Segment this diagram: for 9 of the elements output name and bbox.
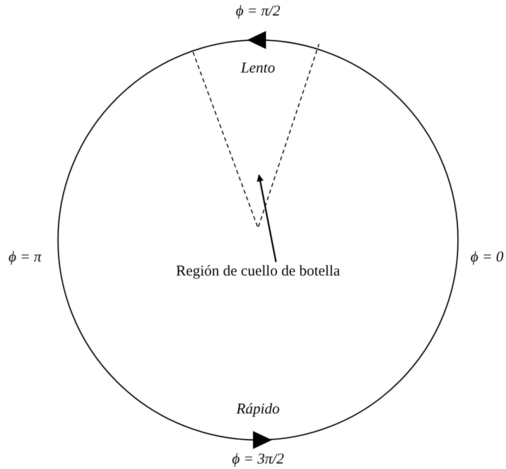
phase-label: ϕ = π: [8, 250, 42, 266]
bottleneck-region: [192, 44, 320, 230]
phase-label: ϕ = π/2: [236, 4, 280, 20]
speed-label: Rápido: [236, 402, 280, 418]
phase-label: ϕ = 3π/2: [232, 452, 284, 468]
leader-line: [256, 174, 277, 262]
phase-label: ϕ = 0: [470, 250, 504, 266]
speed-label: Lento: [240, 60, 276, 78]
region-label: Región de cuello de botella: [176, 264, 340, 280]
